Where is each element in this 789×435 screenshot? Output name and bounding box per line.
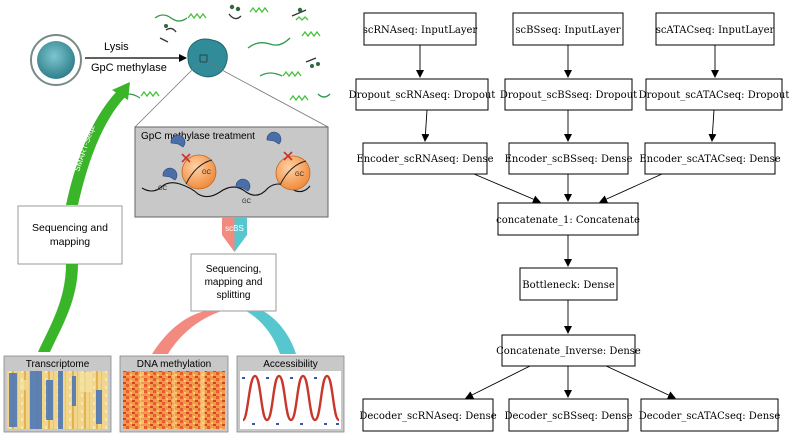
seq-mapping-label-line2: mapping (50, 236, 90, 248)
node-input-scrnaseq (363, 12, 477, 46)
node-encoder-scbsseq (508, 142, 629, 175)
workflow-panel: Lysis GpC methylase (3, 4, 345, 433)
nucleosome-1 (181, 154, 217, 190)
network-diagram: scRNAseq: InputLayer scBSseq: InputLayer… (349, 12, 789, 432)
zoom-line-left (134, 61, 201, 128)
teal-arrow-to-accessibility (246, 311, 296, 354)
node-encoder-scatacseq-label: Encoder_scATACseq: Dense (639, 154, 780, 165)
accessibility-panel: Accessibility (236, 355, 345, 433)
encoder-layer-row: Encoder_scRNAseq: Dense Encoder_scBSseq:… (356, 142, 781, 175)
node-input-scbsseq-label: scBSseq: InputLayer (515, 25, 620, 36)
gc-label-4: GC (295, 172, 305, 178)
node-bottleneck-label: Bottleneck: Dense (522, 280, 615, 291)
accessibility-title: Accessibility (263, 359, 317, 370)
node-decoder-scatacseq (640, 398, 779, 432)
gc-label-3: GC (242, 199, 252, 205)
node-decoder-scrnaseq (362, 398, 494, 432)
treatment-title: GpC methylase treatment (141, 131, 255, 142)
dna-methylation-title: DNA methylation (137, 359, 211, 370)
node-concatenate (497, 202, 639, 236)
scbs-split-arrow: scBS (222, 217, 247, 252)
seq-split-line2: mapping and (205, 277, 263, 288)
seq-split-line1: Sequencing, (206, 264, 262, 275)
gc-label-2: GC (202, 170, 212, 176)
seq-mapping-label-line1: Sequencing and (32, 222, 108, 234)
node-input-scatacseq-label: scATACseq: InputLayer (656, 25, 775, 36)
dropout-layer-row: Dropout_scRNAseq: Dropout Dropout_scBSse… (349, 78, 789, 111)
node-decoder-scbsseq-label: Decoder_scBSseq: Dense (504, 411, 632, 422)
node-encoder-scbsseq-label: Encoder_scBSseq: Dense (505, 154, 633, 165)
node-input-scrnaseq-label: scRNAseq: InputLayer (363, 25, 478, 36)
accessibility-curve (241, 374, 341, 422)
node-bottleneck (519, 267, 618, 301)
seq-split-box: Sequencing, mapping and splitting (190, 253, 277, 312)
node-dropout-scbsseq-label: Dropout_scBSseq: Dropout (500, 90, 637, 101)
seq-mapping-box: Sequencing and mapping (17, 205, 123, 265)
node-dropout-scatacseq (645, 78, 783, 111)
dna-methylation-panel: DNA methylation (119, 355, 229, 433)
scbs-label: scBS (225, 224, 244, 233)
gc-label-1: GC (158, 186, 168, 192)
node-dropout-scrnaseq-label: Dropout_scRNAseq: Dropout (349, 90, 496, 101)
transcriptome-heatmap (7, 371, 108, 429)
input-layer-row: scRNAseq: InputLayer scBSseq: InputLayer… (363, 12, 775, 46)
node-concat-inverse-label: Concatenate_Inverse: Dense (496, 346, 641, 357)
node-encoder-scatacseq (644, 142, 776, 175)
decoder-layer-row: Decoder_scRNAseq: Dense Decoder_scBSseq:… (359, 398, 781, 432)
node-encoder-scrnaseq (362, 142, 488, 175)
node-encoder-scrnaseq-label: Encoder_scRNAseq: Dense (356, 154, 493, 165)
zoom-line-right (206, 61, 329, 128)
seq-split-line3: splitting (217, 290, 251, 301)
node-decoder-scbsseq (508, 398, 629, 432)
node-dropout-scbsseq (504, 78, 633, 111)
node-concat-inverse (501, 334, 636, 367)
node-dropout-scrnaseq (355, 78, 489, 111)
gpc-methylase-label: GpC methylase (91, 62, 167, 74)
red-arrow-to-methylation (152, 311, 222, 354)
node-concatenate-label: concatenate_1: Concatenate (496, 215, 640, 226)
treatment-box: GpC methylase treatment (134, 126, 329, 218)
node-decoder-scrnaseq-label: Decoder_scRNAseq: Dense (359, 411, 496, 422)
transcriptome-title: Transcriptome (26, 359, 90, 370)
intact-cell (30, 34, 82, 86)
lysis-label: Lysis (104, 41, 129, 53)
node-decoder-scatacseq-label: Decoder_scATACseq: Dense (639, 411, 781, 422)
smart-seq-arrow: SMART-Seq2 (66, 82, 130, 205)
node-input-scbsseq (512, 12, 624, 46)
transcriptome-panel: Transcriptome (3, 355, 112, 433)
node-dropout-scatacseq-label: Dropout_scATACseq: Dropout (639, 90, 789, 101)
lysed-nucleus (187, 38, 228, 78)
node-input-scatacseq (655, 12, 775, 46)
green-arrow-to-transcriptome (38, 264, 78, 352)
network-edges (416, 45, 719, 399)
nucleosome-2 (275, 155, 311, 191)
